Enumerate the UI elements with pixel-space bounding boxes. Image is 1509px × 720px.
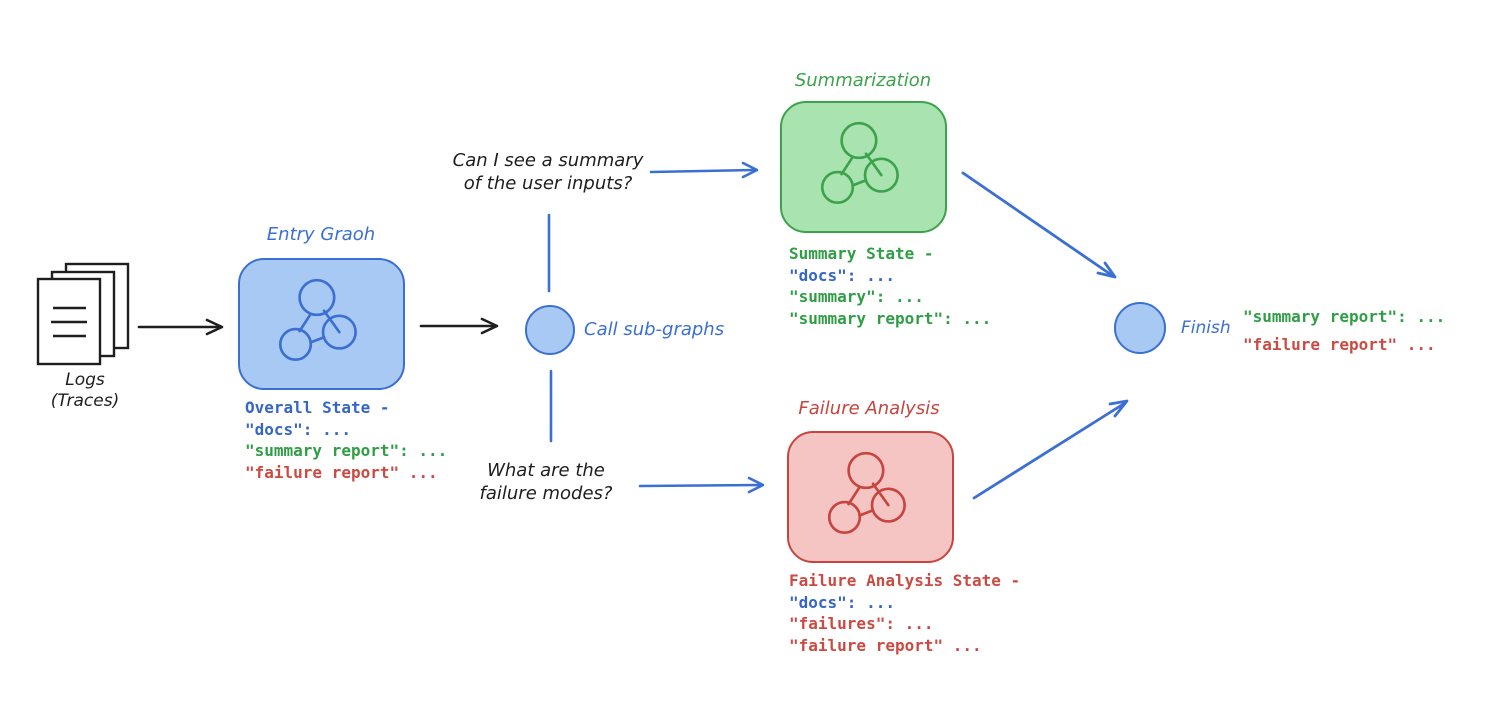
graph-icon [827, 451, 906, 534]
question-failure-line2: failure modes? [479, 482, 613, 504]
arrow-to-summarization [649, 161, 759, 179]
failure-analysis-title: Failure Analysis [798, 398, 940, 419]
state-line: "summary report": ... [245, 441, 448, 460]
call-subgraphs-node [525, 305, 575, 355]
logs-label-line2: (Traces) [50, 391, 120, 412]
graph-icon [278, 278, 357, 361]
state-heading: Failure Analysis State - [789, 571, 1021, 590]
state-line: "failure report" ... [245, 462, 438, 482]
logs-label-line1: Logs [65, 370, 105, 390]
question-failure: What are the failure modes? [480, 460, 613, 505]
state-heading: Summary State - [789, 244, 934, 263]
call-subgraphs-label: Call sub-graphs [584, 319, 725, 340]
logs-label: Logs (Traces) [51, 370, 119, 413]
question-summary-line2: of the user inputs? [463, 172, 633, 194]
failure-analysis-node [787, 431, 954, 563]
state-line: "docs": ... [245, 419, 351, 439]
arrow-entry-to-call [419, 317, 499, 335]
arrow-logs-to-entry [137, 318, 224, 336]
state-line: "summary report": ... [789, 308, 992, 328]
state-line: "failures": ... [789, 614, 934, 633]
state-heading: Overall State - [245, 398, 390, 417]
question-summary-line1: Can I see a summary [452, 150, 644, 171]
summary-state-block: Summary State - "docs": ... "summary": .… [789, 243, 991, 329]
finish-label: Finish [1181, 318, 1231, 338]
finish-output-line: "failure report" ... [1243, 335, 1436, 354]
entry-graph-node [238, 258, 405, 390]
finish-outputs-block: "summary report": ... "failure report" .… [1243, 303, 1445, 359]
question-failure-line1: What are the [487, 460, 605, 481]
logs-stack-icon [36, 262, 132, 366]
arrow-failure-to-finish [972, 399, 1129, 500]
entry-graph-title: Entry Graoh [266, 224, 376, 245]
finish-node [1114, 302, 1166, 354]
graph-icon [820, 121, 899, 204]
failure-state-block: Failure Analysis State - "docs": ... "fa… [789, 570, 1020, 656]
summarization-node [780, 101, 947, 233]
finish-output-line: "summary report": ... [1243, 307, 1446, 326]
state-line: "summary": ... [789, 287, 924, 306]
entry-state-block: Overall State - "docs": ... "summary rep… [245, 397, 447, 483]
state-line: "docs": ... [789, 265, 895, 285]
state-line: "docs": ... [789, 592, 895, 612]
question-summary: Can I see a summary of the user inputs? [453, 150, 644, 195]
arrow-to-failure-analysis [638, 476, 765, 494]
summarization-title: Summarization [794, 70, 932, 91]
state-line: "failure report" ... [789, 635, 982, 655]
